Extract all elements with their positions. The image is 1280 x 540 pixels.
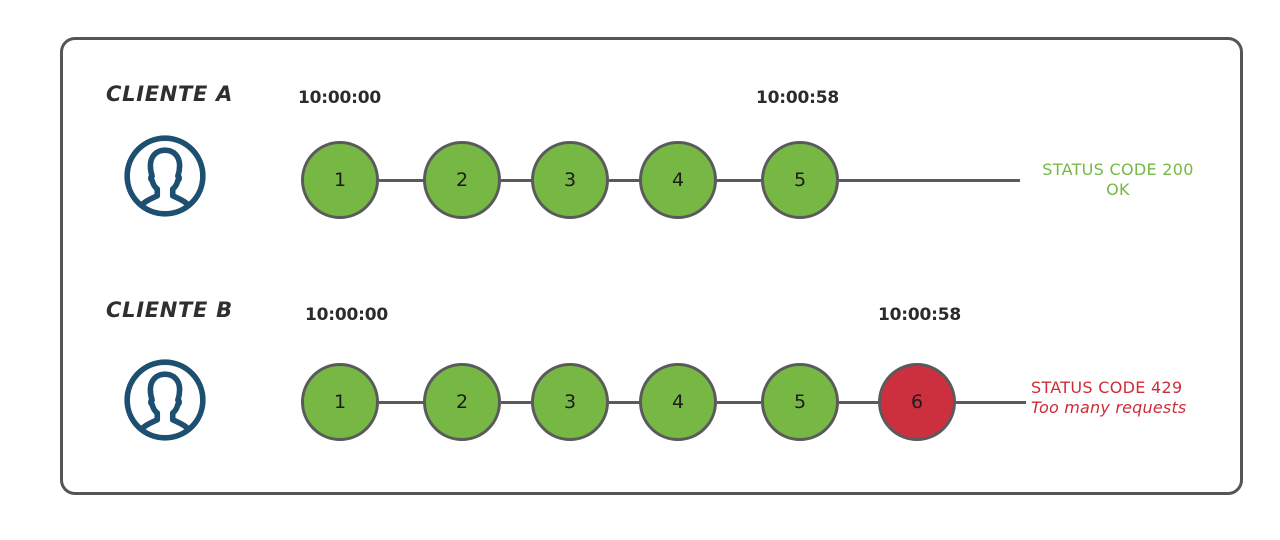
- status-code-line: STATUS CODE 429: [1031, 378, 1183, 397]
- connector-line-to-status: [956, 401, 1026, 404]
- request-node-rate-limited[interactable]: 6: [878, 363, 956, 441]
- client-a-timestamp-start: 10:00:00: [298, 88, 381, 108]
- request-node[interactable]: 2: [423, 363, 501, 441]
- status-code-line: STATUS CODE 200: [1042, 160, 1194, 179]
- request-node[interactable]: 5: [761, 141, 839, 219]
- client-a-label: CLIENTE A: [106, 82, 234, 106]
- connector-line: [717, 401, 761, 404]
- request-node[interactable]: 4: [639, 141, 717, 219]
- connector-line: [501, 401, 532, 404]
- request-node[interactable]: 4: [639, 363, 717, 441]
- client-b-timestamp-start: 10:00:00: [305, 305, 388, 325]
- status-badge-429: STATUS CODE 429 Too many requests: [1031, 378, 1241, 418]
- user-avatar-icon: [122, 357, 208, 443]
- connector-line-to-status: [839, 179, 1020, 182]
- connector-line: [717, 179, 761, 182]
- connector-line: [609, 179, 640, 182]
- connector-line: [379, 401, 424, 404]
- request-node[interactable]: 3: [531, 363, 609, 441]
- client-b-timestamp-end: 10:00:58: [878, 305, 961, 325]
- request-node[interactable]: 2: [423, 141, 501, 219]
- client-b-label: CLIENTE B: [106, 298, 233, 322]
- request-node[interactable]: 1: [301, 363, 379, 441]
- status-message-line: OK: [1106, 180, 1130, 199]
- request-node[interactable]: 3: [531, 141, 609, 219]
- status-badge-200: STATUS CODE 200 OK: [1028, 160, 1208, 200]
- connector-line: [501, 179, 532, 182]
- connector-line: [379, 179, 424, 182]
- status-message-line: Too many requests: [1031, 398, 1187, 417]
- client-a-timestamp-end: 10:00:58: [756, 88, 839, 108]
- request-node[interactable]: 1: [301, 141, 379, 219]
- user-avatar-icon: [122, 133, 208, 219]
- request-node[interactable]: 5: [761, 363, 839, 441]
- connector-line: [609, 401, 640, 404]
- connector-line: [839, 401, 880, 404]
